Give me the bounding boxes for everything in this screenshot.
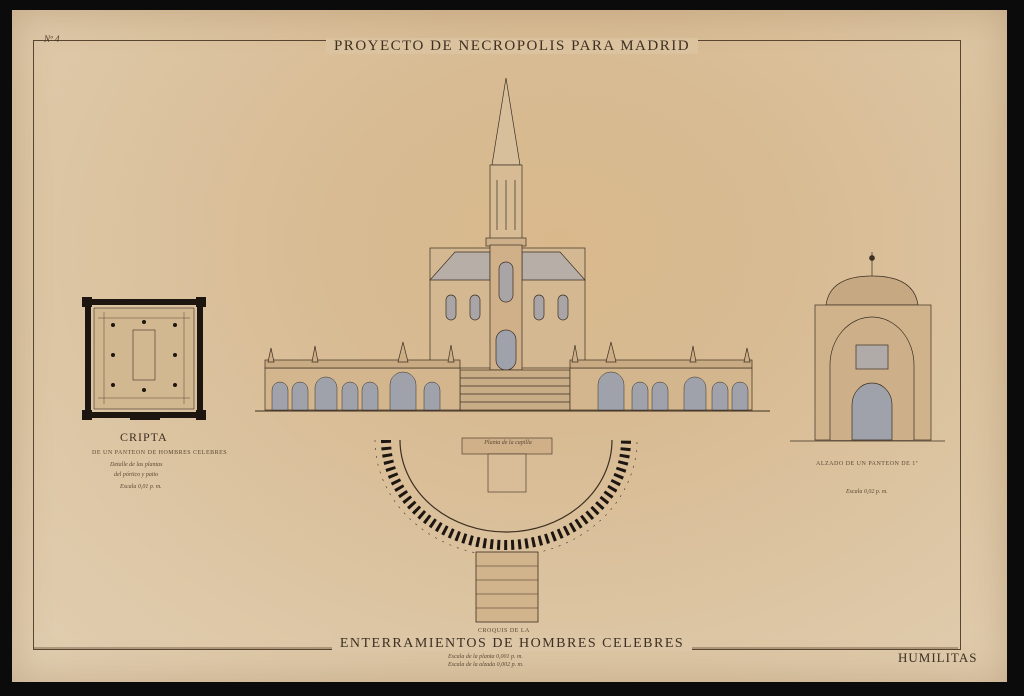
plan-label: CROQUIS DE LA xyxy=(478,628,530,634)
bottom-title: ENTERRAMIENTOS DE HOMBRES CELEBRES xyxy=(0,636,1024,652)
pantheon-note: ALZADO DE UN PANTEON DE 1ª xyxy=(816,461,918,467)
plan-scale-1: Escala de la planta 0,001 p. m. xyxy=(448,654,523,660)
pantheon-scale: Escala 0,02 p. m. xyxy=(846,489,888,495)
domed-pantheon-elevation xyxy=(790,252,945,442)
chapel-elevation xyxy=(255,77,770,412)
crypt-note-2: Detalle de las plantas xyxy=(110,462,163,468)
crypt-label: CRIPTA xyxy=(120,430,168,444)
sheet-title: PROYECTO DE NECROPOLIS PARA MADRID xyxy=(0,38,1024,55)
crypt-note-3: del pórtico y patio xyxy=(114,472,159,478)
plan-center-label: Planta de la capilla xyxy=(484,440,532,446)
crypt-note-1: DE UN PANTEON DE HOMBRES CELEBRES xyxy=(92,450,228,456)
crypt-scale: Escala 0,01 p. m. xyxy=(120,484,162,490)
sheet-number: Nº 4 xyxy=(44,34,60,44)
semicircular-plan xyxy=(374,437,638,623)
motto: HUMILITAS xyxy=(898,650,978,665)
crypt-plan xyxy=(82,297,206,420)
plan-scale-2: Escala de la alzada 0,002 p. m. xyxy=(448,662,524,668)
